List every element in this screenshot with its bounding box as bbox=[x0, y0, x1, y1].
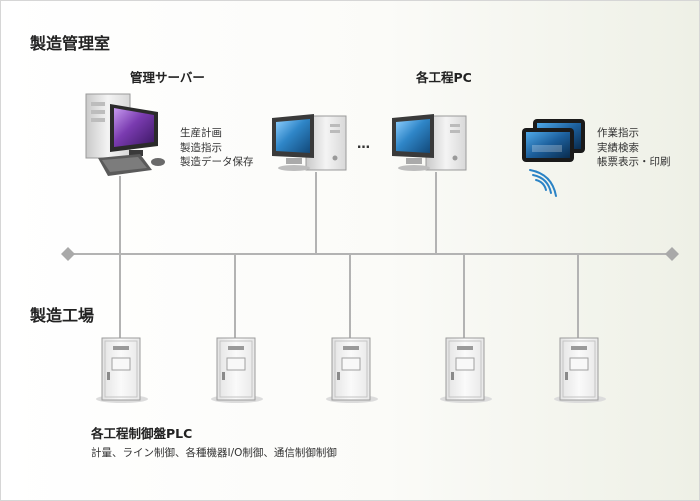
tablet-function-item: 実績検索 bbox=[597, 141, 639, 154]
network-lines bbox=[68, 172, 672, 338]
tablet-icon bbox=[522, 119, 585, 162]
control-cabinet-icon bbox=[211, 337, 263, 403]
plc-description: 計量、ライン制御、各種機器I/O制御、通信制御制御 bbox=[91, 447, 337, 459]
server-label: 管理サーバー bbox=[130, 70, 205, 85]
server-function-item: 生産計画 bbox=[180, 127, 222, 139]
server-function-item: 製造データ保存 bbox=[180, 156, 254, 168]
pc-ellipsis: … bbox=[357, 137, 370, 152]
tablet-function-item: 帳票表示・印刷 bbox=[597, 156, 671, 168]
office-section-title: 製造管理室 bbox=[30, 34, 111, 53]
desktop-workstation-icon bbox=[85, 93, 165, 176]
desktop-pc-icon bbox=[272, 114, 347, 171]
diamond-node-icon bbox=[665, 247, 679, 261]
control-cabinet-icon bbox=[326, 337, 378, 403]
control-cabinet-icon bbox=[96, 337, 148, 403]
control-cabinet-icon bbox=[440, 337, 492, 403]
wireless-signal-icon bbox=[529, 169, 557, 197]
server-function-item: 製造指示 bbox=[180, 141, 222, 154]
factory-section-title: 製造工場 bbox=[30, 306, 95, 325]
desktop-pc-icon bbox=[392, 114, 467, 171]
diamond-node-icon bbox=[61, 247, 75, 261]
pc-label: 各工程PC bbox=[416, 70, 472, 85]
tablet-functions: 作業指示 実績検索 帳票表示・印刷 bbox=[597, 126, 671, 170]
server-functions: 生産計画 製造指示 製造データ保存 bbox=[180, 126, 254, 170]
tablet-function-item: 作業指示 bbox=[597, 127, 639, 139]
plc-label: 各工程制御盤PLC bbox=[91, 426, 193, 441]
control-cabinet-icon bbox=[554, 337, 606, 403]
